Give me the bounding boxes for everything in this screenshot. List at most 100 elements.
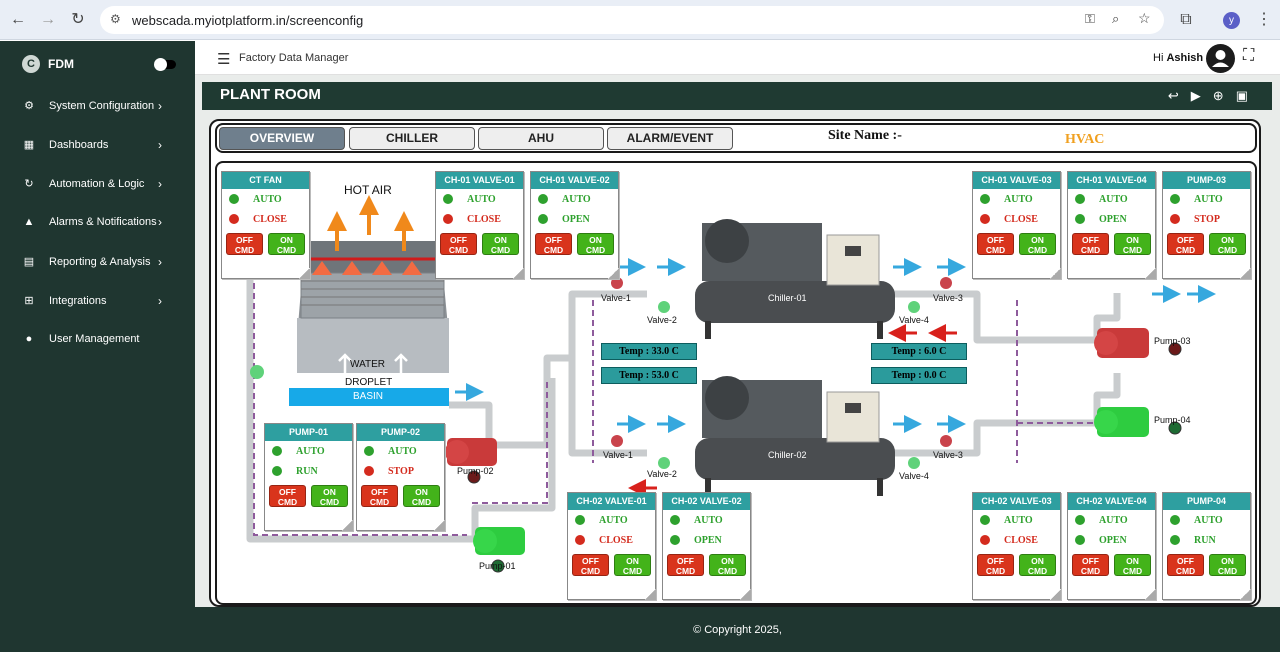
- tab-overview[interactable]: OVERVIEW: [219, 127, 345, 150]
- sidebar-item-reporting[interactable]: ▤ Reporting & Analysis ›: [22, 255, 172, 269]
- state-row: OPEN: [1068, 209, 1155, 229]
- page-fold: [1050, 589, 1061, 600]
- undo-icon[interactable]: ↩: [1167, 88, 1179, 103]
- sidebar-item-system-configuration[interactable]: ⚙ System Configuration ›: [22, 98, 172, 113]
- mode-row: AUTO: [973, 510, 1060, 530]
- theme-toggle[interactable]: [154, 58, 176, 71]
- page-fold: [342, 520, 353, 531]
- kebab-menu-icon[interactable]: ⋮: [1256, 11, 1272, 28]
- card-title: PUMP-02: [357, 424, 444, 441]
- play-icon[interactable]: ▶: [1190, 88, 1201, 103]
- valve-4-label: Valve-4: [899, 471, 929, 481]
- add-circle-icon[interactable]: ⊕: [1212, 88, 1224, 103]
- status-dot: [575, 515, 585, 525]
- user-avatar[interactable]: [1206, 44, 1235, 73]
- page-fold: [1050, 268, 1061, 279]
- sidebar-item-automation[interactable]: ↻ Automation & Logic ›: [22, 177, 172, 191]
- zoom-icon[interactable]: ⌕: [1112, 11, 1120, 26]
- sidebar-item-user-management[interactable]: ● User Management: [22, 333, 172, 345]
- bookmark-star-icon[interactable]: ☆: [1138, 10, 1151, 26]
- forward-icon[interactable]: →: [40, 11, 56, 28]
- mode-text: AUTO: [388, 445, 417, 457]
- brand[interactable]: C FDM: [22, 55, 74, 73]
- page-fold: [1145, 589, 1156, 600]
- mode-row: AUTO: [973, 189, 1060, 209]
- chevron-right-icon: ›: [158, 98, 162, 113]
- sidebar-item-dashboards[interactable]: ▦ Dashboards ›: [22, 138, 172, 152]
- chevron-right-icon: ›: [158, 215, 162, 229]
- tab-ahu[interactable]: AHU: [478, 127, 604, 150]
- mode-row: AUTO: [663, 510, 750, 530]
- hamburger-menu-icon[interactable]: ☰: [217, 51, 231, 68]
- site-info-icon[interactable]: ⚙: [110, 12, 121, 26]
- extensions-icon[interactable]: ⧉: [1180, 11, 1192, 28]
- profile-avatar[interactable]: y: [1223, 12, 1240, 29]
- card-title: CH-02 VALVE-03: [973, 493, 1060, 510]
- valve-1-label: Valve-1: [603, 450, 633, 460]
- page-title: PLANT ROOM: [220, 86, 321, 103]
- tab-chiller[interactable]: CHILLER: [349, 127, 475, 150]
- user-name: Ashish: [1166, 52, 1204, 64]
- sidebar-item-alarms[interactable]: ▲ Alarms & Notifications ›: [22, 215, 172, 229]
- fullscreen-icon[interactable]: ⛶: [1243, 47, 1255, 64]
- mode-text: AUTO: [694, 514, 723, 526]
- user-icon: ●: [25, 333, 33, 345]
- reload-icon[interactable]: ↻: [71, 11, 85, 28]
- sidebar-item-integrations[interactable]: ⊞ Integrations ›: [22, 294, 172, 308]
- tab-alarm-event[interactable]: ALARM/EVENT: [607, 127, 733, 150]
- url-text: webscada.myiotplatform.in/screenconfig: [132, 13, 364, 28]
- back-icon[interactable]: ←: [10, 11, 26, 28]
- user-greeting: Hi Ashish: [1153, 52, 1203, 64]
- card-title: CH-01 VALVE-01: [436, 172, 523, 189]
- state-text: OPEN: [562, 213, 590, 225]
- pump-icons: [445, 328, 1149, 555]
- status-dot: [364, 466, 374, 476]
- state-text: OPEN: [1099, 534, 1127, 546]
- address-bar[interactable]: ⚙ webscada.myiotplatform.in/screenconfig…: [100, 6, 1164, 34]
- save-icon[interactable]: ▣: [1235, 88, 1248, 103]
- mode-row: AUTO: [357, 441, 444, 461]
- page-fold: [299, 268, 310, 279]
- status-dot: [272, 446, 282, 456]
- greeting-text: Hi: [1153, 52, 1164, 64]
- key-icon[interactable]: ⚿: [1085, 11, 1095, 26]
- brand-logo: C: [22, 55, 40, 73]
- main-content: PLANT ROOM ↩ ▶ ⊕ ▣ OVERVIEW CHILLER AHU …: [195, 75, 1280, 607]
- state-text: CLOSE: [1004, 534, 1038, 546]
- hot-air-arrows: [327, 195, 414, 251]
- temp-readout: Temp : 53.0 C: [601, 367, 697, 384]
